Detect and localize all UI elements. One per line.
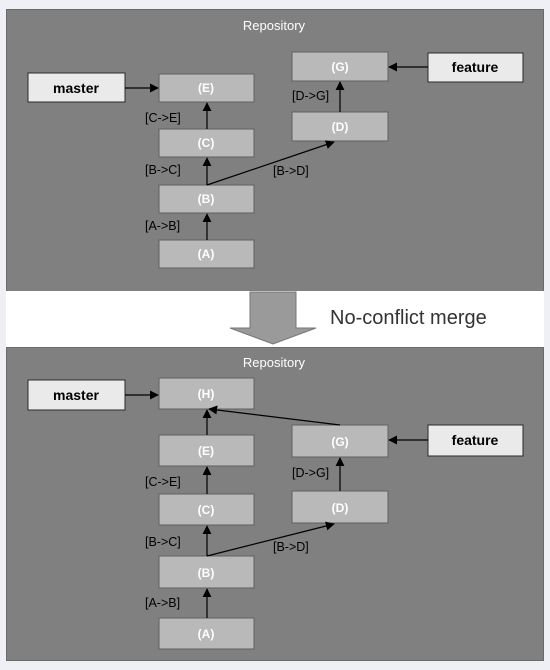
- top-commit-a: (A): [158, 239, 255, 269]
- bottom-branch-feature: feature: [427, 424, 524, 457]
- top-commit-b-label: (B): [198, 192, 215, 206]
- bottom-commit-e-label: (E): [198, 444, 214, 458]
- bottom-commit-a: (A): [158, 617, 255, 650]
- top-branch-feature: feature: [427, 52, 524, 83]
- repository-panel-after: [6, 347, 544, 661]
- top-branch-master-label: master: [53, 80, 99, 96]
- top-commit-e-label: (E): [198, 81, 214, 95]
- top-branch-master: master: [27, 72, 126, 103]
- top-commit-c: (C): [158, 128, 255, 158]
- bottom-commit-g-label: (G): [331, 435, 348, 449]
- bottom-commit-b-label: (B): [198, 566, 215, 580]
- top-edge-label-ce: [C->E]: [145, 111, 181, 125]
- bottom-commit-c-label: (C): [198, 503, 215, 517]
- top-commit-d: (D): [291, 111, 389, 142]
- bottom-edge-g-to-h: [208, 405, 341, 426]
- bottom-edge-label-bd: [B->D]: [273, 540, 309, 554]
- bottom-branch-master-label: master: [53, 387, 99, 403]
- bottom-edge-label-dg: [D->G]: [292, 466, 329, 480]
- bottom-edge-label-bc: [B->C]: [145, 535, 181, 549]
- top-edge-label-bc: [B->C]: [145, 163, 181, 177]
- top-commit-b: (B): [158, 184, 255, 214]
- top-commit-d-label: (D): [332, 120, 349, 134]
- top-edge-label-dg: [D->G]: [292, 89, 329, 103]
- merge-step-label: No-conflict merge: [330, 307, 487, 329]
- top-commit-a-label: (A): [198, 247, 215, 261]
- bottom-commit-d: (D): [291, 490, 389, 524]
- bottom-edge-label-ab: [A->B]: [145, 596, 180, 610]
- bottom-commit-c: (C): [158, 493, 255, 526]
- top-edge-label-bd: [B->D]: [273, 164, 309, 178]
- bottom-commit-d-label: (D): [332, 501, 349, 515]
- bottom-commit-a-label: (A): [198, 627, 215, 641]
- top-commit-e: (E): [158, 73, 255, 103]
- top-commit-g-label: (G): [331, 60, 348, 74]
- top-commit-g: (G): [291, 51, 389, 82]
- bottom-commit-h: (H): [158, 377, 255, 410]
- bottom-commit-b: (B): [158, 555, 255, 589]
- bottom-commit-h-label: (H): [198, 387, 215, 401]
- top-panel-title: Repository: [243, 18, 306, 33]
- bottom-panel-title: Repository: [243, 355, 306, 370]
- bottom-branch-feature-label: feature: [452, 432, 499, 448]
- bottom-commit-e: (E): [158, 434, 255, 467]
- top-commit-c-label: (C): [198, 136, 215, 150]
- top-edge-label-ab: [A->B]: [145, 219, 180, 233]
- bottom-edge-b-to-d: [206, 521, 335, 557]
- top-branch-feature-label: feature: [452, 59, 499, 75]
- merge-down-arrow-icon: [229, 291, 317, 345]
- bottom-edge-label-ce: [C->E]: [145, 475, 181, 489]
- top-edge-b-to-d: [206, 140, 335, 186]
- bottom-branch-master: master: [27, 379, 126, 411]
- bottom-commit-g: (G): [291, 424, 389, 458]
